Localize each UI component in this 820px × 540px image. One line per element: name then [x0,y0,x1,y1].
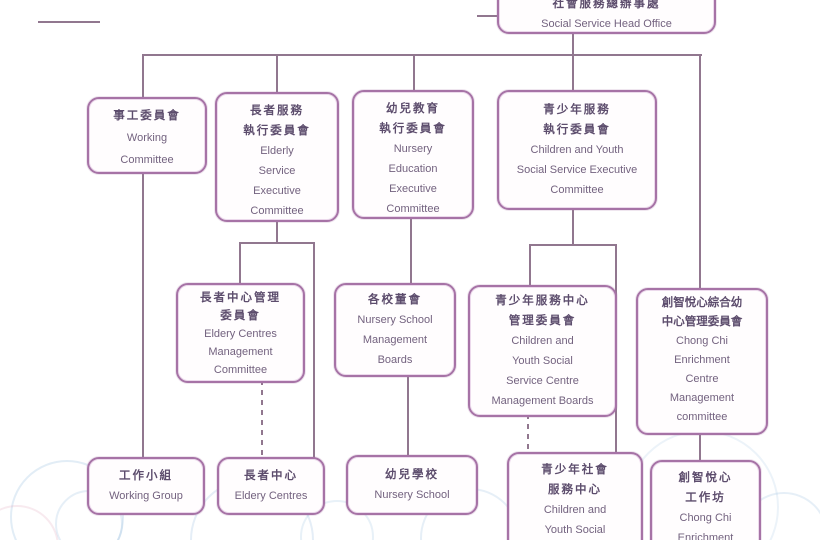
connector-cy-split [529,244,617,246]
node-label-line: 執行委員會 [243,125,311,137]
node-nursery-education-executive-committee: 幼兒教育 執行委員會 Nursery Education Executive C… [352,90,474,219]
node-label-line: Enrichment [677,532,734,540]
node-label-line: 事工委員會 [113,110,181,122]
node-social-service-head-office: 社會服務總辦事處 Social Service Head Office [497,0,716,34]
node-label-line: 社會服務總辦事處 [552,0,661,10]
connector-cy-exec-down [572,205,574,246]
node-label-line: 長者中心 [244,470,298,482]
node-label-line: 長者服務 [250,105,304,117]
node-label-line: Committee [120,154,174,166]
connector-drop-working-committee [142,54,144,98]
node-label-line: Service Centre [506,375,579,387]
node-elderly-service-executive-committee: 長者服務 執行委員會 Elderly Service Executive Com… [215,92,339,222]
node-label-line: Nursery School [357,314,433,326]
node-children-youth-social-service-centres: 青少年社會 服務中心 Children and Youth Social [507,452,643,540]
node-label-line: 長者中心管理 [200,292,281,304]
node-label-line: 工作坊 [685,492,726,504]
node-label-line: Chong Chi [679,512,732,524]
connector-stub-head-office [477,15,499,17]
node-cy-service-centre-management-boards: 青少年服務中心 管理委員會 Children and Youth Social … [468,285,617,417]
node-label-line: 服務中心 [548,484,602,496]
node-label-line: Management [362,334,428,346]
node-label-line: Working Group [109,490,183,502]
node-label-line: Centre [685,373,719,385]
node-label-line: Nursery School [374,489,450,501]
connector-stub-top-left [38,21,100,23]
node-label-line: Service [258,165,296,177]
node-label-line: Nursery [393,143,433,155]
node-label-line: Executive [253,185,301,197]
node-label-line: Committee [386,203,440,215]
node-chong-chi-enrichment-centre-management-committee: 創智悅心綜合幼 中心管理委員會 Chong Chi Enrichment Cen… [636,288,768,435]
node-label-line: Eldery Centres [234,490,308,502]
connector-main-horizontal [143,54,702,56]
node-label-line: Executive [389,183,437,195]
node-working-committee: 事工委員會 Working Committee [87,97,207,174]
node-label-line: 創智悅心綜合幼 [661,297,743,309]
node-label-line: Committee [250,205,304,217]
node-chong-chi-enrichment-workshop: 創智悅心 工作坊 Chong Chi Enrichment [650,460,761,540]
node-eldery-centres-management-committee: 長者中心管理 委員會 Eldery Centres Management Com… [176,283,305,383]
connector-head-to-cy-exec [572,29,574,91]
node-label-line: 中心管理委員會 [661,316,743,328]
node-label-line: 工作小組 [119,470,173,482]
node-label-line: Children and [511,335,574,347]
connector-drop-chongchi-mgmt [699,54,701,290]
node-label-line: committee [676,411,728,423]
node-children-youth-executive-committee: 青少年服務 執行委員會 Children and Youth Social Se… [497,90,657,210]
connector-cy-left-drop [529,244,531,286]
node-label-line: 各校董會 [368,294,422,306]
node-label-line: Education [388,163,438,175]
node-label-line: 創智悅心 [678,472,733,484]
node-label-line: Committee [213,364,268,376]
connector-cy-mgmt-dashed [527,414,529,454]
node-label-line: Children and Youth [530,144,624,156]
node-label-line: Children and [543,504,607,516]
node-label-line: Social Service Head Office [541,18,672,30]
node-label-line: 管理委員會 [508,315,577,327]
connector-nursery-school-down [407,372,409,457]
connector-elderly-exec-down [276,218,278,244]
node-label-line: Management [208,346,273,358]
node-label-line: 幼兒教育 [386,103,440,115]
connector-elderly-mgmt-dashed [261,380,263,458]
node-label-line: Management Boards [491,395,594,407]
node-eldery-centres: 長者中心 Eldery Centres [217,457,325,515]
node-label-line: 執行委員會 [379,123,447,135]
node-label-line: Enrichment [674,354,730,366]
node-label-line: 青少年社會 [541,464,609,476]
node-label-line: Social Service Executive [516,164,638,176]
node-label-line: Working [126,132,168,144]
connector-school-boards-down [410,215,412,285]
node-nursery-school-management-boards: 各校董會 Nursery School Management Boards [334,283,456,377]
connector-elderly-split [239,242,315,244]
connector-chongchi-workshop-down [699,430,701,462]
connector-drop-elderly-exec [276,54,278,93]
node-nursery-school: 幼兒學校 Nursery School [346,455,478,515]
connector-working-committee-down [142,170,144,458]
node-label-line: 幼兒學校 [385,469,439,481]
node-label-line: 執行委員會 [543,124,611,136]
node-label-line: Boards [377,354,413,366]
node-label-line: Elderly [260,145,294,157]
node-label-line: Youth Social [544,524,606,536]
node-label-line: Committee [550,184,604,196]
node-label-line: Management [669,392,735,404]
node-label-line: Chong Chi [676,335,728,347]
connector-elderly-right-drop [313,242,315,458]
node-label-line: 青少年服務中心 [495,295,590,307]
connector-elderly-left-drop [239,242,241,284]
node-label-line: 青少年服務 [543,104,611,116]
node-working-group: 工作小組 Working Group [87,457,205,515]
node-label-line: 委員會 [220,310,261,322]
connector-drop-nursery-exec [413,54,415,91]
node-label-line: Youth Social [512,355,573,367]
node-label-line: Eldery Centres [204,328,277,340]
